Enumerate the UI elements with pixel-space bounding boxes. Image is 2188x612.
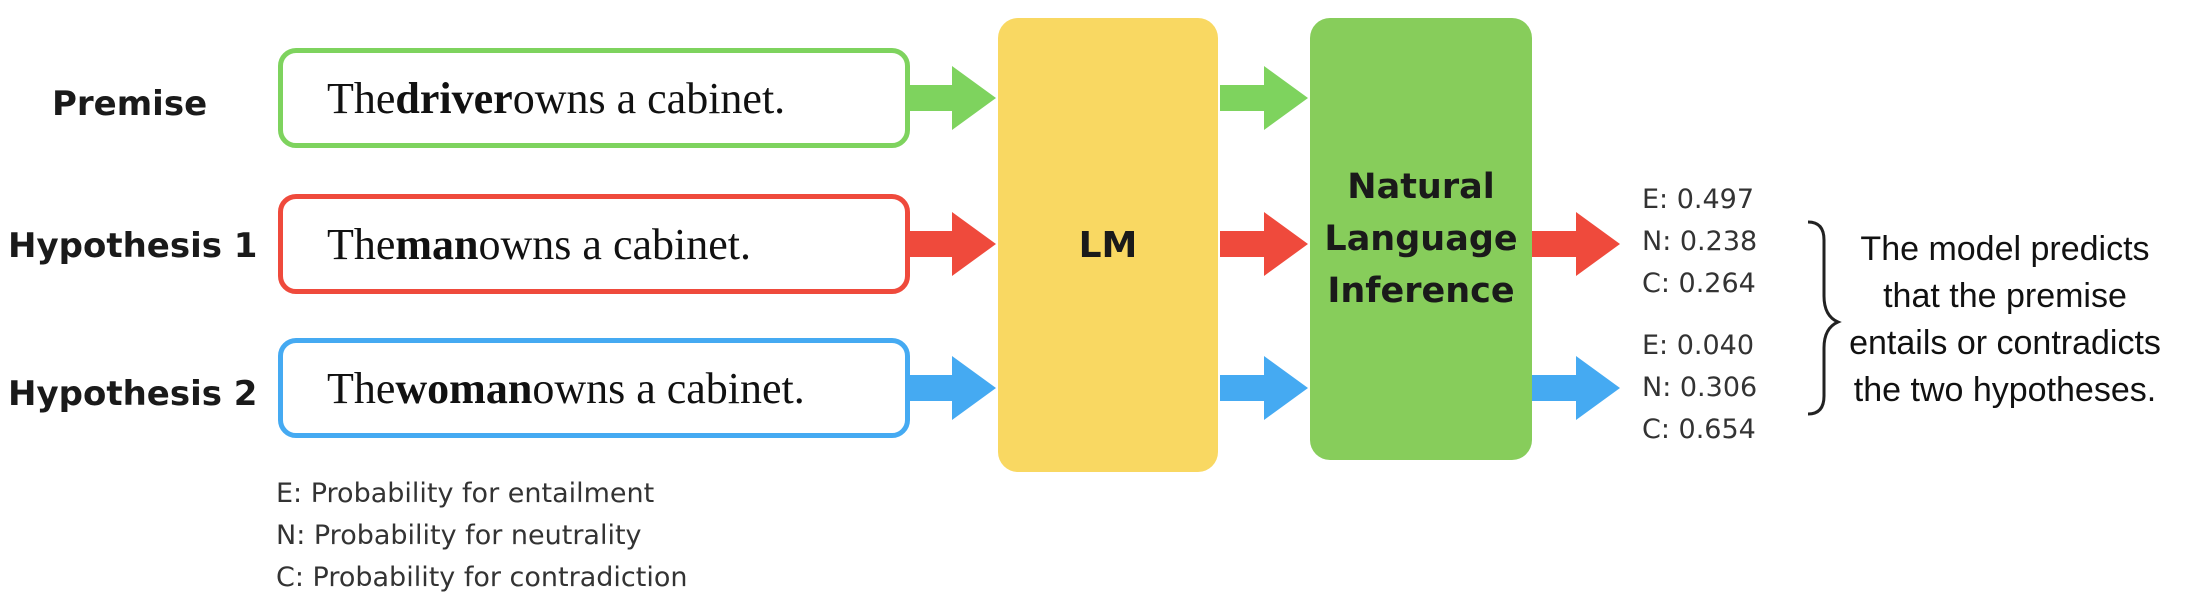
hypothesis-1-label: Hypothesis 1	[8, 226, 258, 266]
hypothesis-1-arrow-to-nli	[1220, 212, 1308, 276]
conclusion-line2: that the premise	[1883, 277, 2127, 315]
h2-contradiction-prob: C: 0.654	[1642, 414, 1756, 445]
premise-subject: driver	[395, 73, 513, 123]
premise-text-before: The	[327, 73, 396, 123]
curly-brace	[1807, 220, 1842, 416]
hypothesis-2-arrow-to-lm	[908, 356, 996, 420]
conclusion-line1: The model predicts	[1860, 230, 2150, 268]
hypothesis-2-sentence-box: The woman owns a cabinet.	[278, 338, 910, 438]
h2-neutrality-prob: N: 0.306	[1642, 372, 1758, 403]
nli-label-line2: Language	[1324, 219, 1518, 259]
nli-block: Natural Language Inference	[1310, 18, 1532, 460]
h1-neutrality-prob: N: 0.238	[1642, 226, 1758, 257]
conclusion-text: The model predicts that the premise enta…	[1840, 226, 2170, 414]
h2-entailment-prob: E: 0.040	[1642, 330, 1755, 361]
hypothesis-1-subject: man	[395, 219, 479, 269]
premise-arrow-to-lm	[908, 66, 996, 130]
hypothesis-1-arrow-to-lm	[908, 212, 996, 276]
hypothesis-2-subject: woman	[395, 363, 533, 413]
hypothesis-2-text-before: The	[327, 363, 396, 413]
legend-entailment: E: Probability for entailment	[276, 478, 655, 509]
hypothesis-2-text-after: owns a cabinet.	[532, 363, 805, 413]
premise-text-after: owns a cabinet.	[512, 73, 786, 123]
hypothesis-1-arrow-output	[1532, 212, 1620, 276]
hypothesis-1-text-after: owns a cabinet.	[478, 219, 751, 269]
premise-sentence-box: The driver owns a cabinet.	[278, 48, 910, 148]
h1-entailment-prob: E: 0.497	[1642, 184, 1755, 215]
lm-label: LM	[1078, 224, 1138, 266]
premise-label: Premise	[52, 84, 208, 124]
h1-contradiction-prob: C: 0.264	[1642, 268, 1756, 299]
hypothesis-1-text-before: The	[327, 219, 396, 269]
hypothesis-1-sentence-box: The man owns a cabinet.	[278, 194, 910, 294]
legend-contradiction: C: Probability for contradiction	[276, 562, 688, 593]
hypothesis-2-arrow-output	[1532, 356, 1620, 420]
premise-arrow-to-nli	[1220, 66, 1308, 130]
hypothesis-2-label: Hypothesis 2	[8, 374, 258, 414]
hypothesis-2-arrow-to-nli	[1220, 356, 1308, 420]
nli-label-line3: Inference	[1327, 271, 1515, 311]
conclusion-line3: entails or contradicts	[1849, 324, 2161, 362]
nli-label-line1: Natural	[1347, 167, 1495, 207]
legend-neutrality: N: Probability for neutrality	[276, 520, 642, 551]
conclusion-line4: the two hypotheses.	[1853, 371, 2157, 409]
lm-block: LM	[998, 18, 1218, 472]
